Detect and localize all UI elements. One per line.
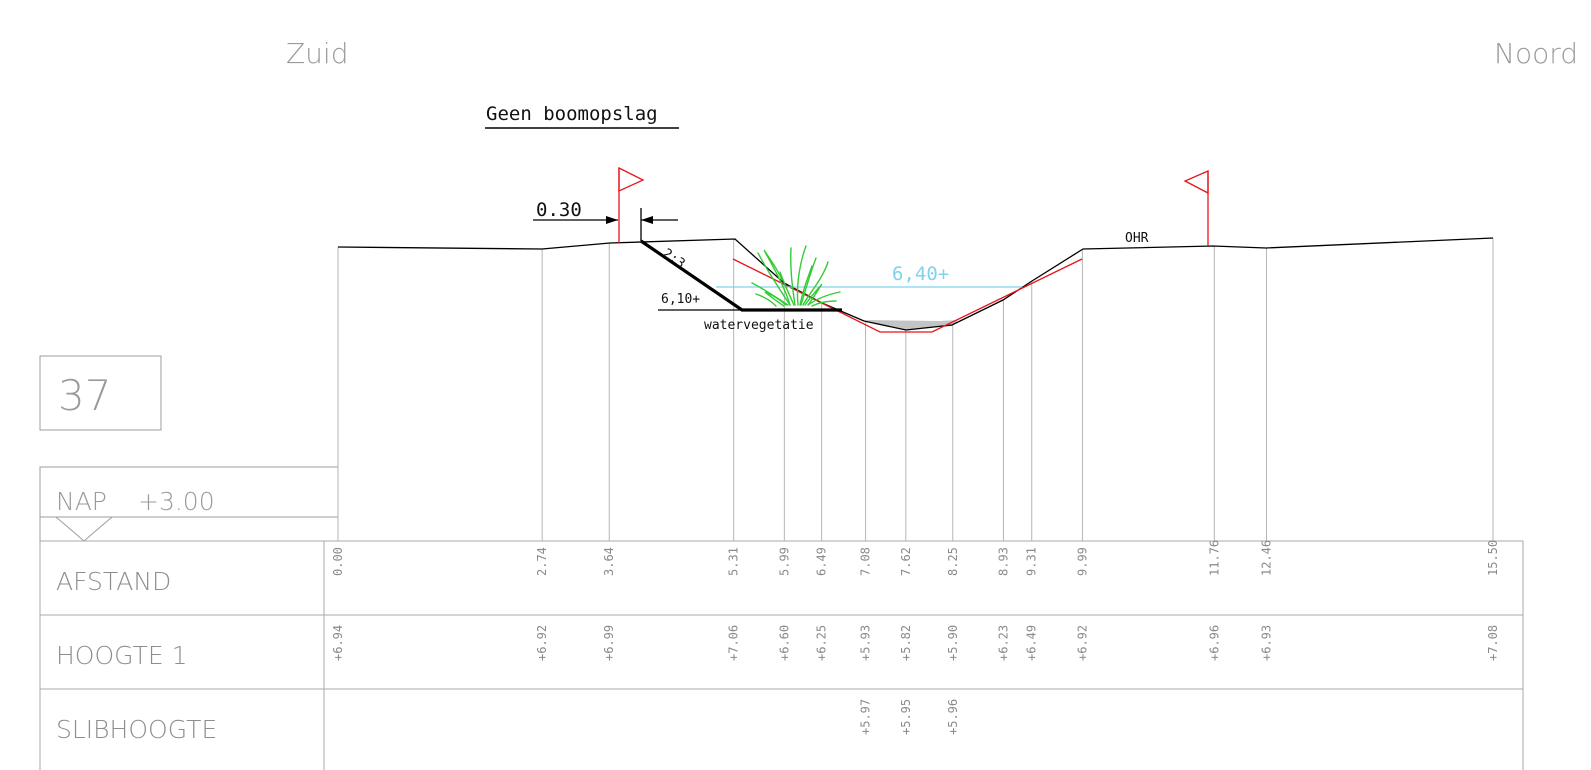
hoogte-value: +6.49 [1025, 625, 1039, 661]
table-values: 0.00 +6.94 2.74 +6.92 3.64 +6.99 5.31 +7.06 5.99… [331, 540, 1500, 735]
hoogte-value: +7.08 [1486, 625, 1500, 661]
profile-number-box [39, 355, 162, 431]
slibhoogte-value: +5.96 [946, 699, 960, 735]
row-label-hoogte: HOOGTE 1 [56, 641, 188, 670]
afstand-value: 3.64 [602, 547, 616, 576]
vegetation-label: watervegetatie [704, 318, 814, 333]
afstand-value: 15.50 [1486, 540, 1500, 576]
slibhoogte-value: +5.95 [899, 699, 913, 735]
south-label: Zuid [286, 37, 348, 70]
hoogte-value: +5.90 [946, 625, 960, 661]
afstand-value: 9.31 [1025, 547, 1039, 576]
arrow-right-icon [606, 216, 618, 224]
hoogte-value: +6.99 [602, 625, 616, 661]
design-profile-line [732, 258, 1083, 333]
hoogte-value: +6.60 [777, 625, 791, 661]
hoogte-value: +6.93 [1259, 625, 1273, 661]
berm-width-label: 0.30 [536, 199, 582, 221]
afstand-value: 8.93 [996, 547, 1010, 576]
terrain-profile-line [337, 237, 1494, 331]
hoogte-value: +6.92 [535, 625, 549, 661]
north-label: Noord [1494, 37, 1578, 70]
hoogte-value: +6.23 [996, 625, 1010, 661]
hoogte-value: +5.93 [859, 625, 873, 661]
slope-label: 2:3 [660, 246, 688, 272]
ohr-label: OHR [1125, 231, 1149, 246]
hoogte-value: +6.25 [815, 625, 829, 661]
afstand-value: 2.74 [535, 547, 549, 576]
afstand-value: 6.49 [815, 547, 829, 576]
flag-right-icon [1183, 170, 1209, 246]
water-level-label: 6,40+ [892, 263, 949, 285]
arrow-left-icon [641, 216, 653, 224]
row-label-afstand: AFSTAND [56, 567, 171, 596]
afstand-value: 11.76 [1207, 540, 1221, 576]
afstand-value: 0.00 [331, 547, 345, 576]
nap-triangle-icon [55, 516, 113, 542]
afstand-value: 12.46 [1259, 540, 1273, 576]
afstand-value: 8.25 [946, 547, 960, 576]
afstand-value: 5.99 [777, 547, 791, 576]
slibhoogte-value: +5.97 [859, 699, 873, 735]
hoogte-value: +6.96 [1207, 625, 1221, 661]
hoogte-value: +6.94 [331, 625, 345, 661]
afstand-value: 9.99 [1075, 547, 1089, 576]
afstand-value: 7.08 [859, 547, 873, 576]
water-plant-icon [751, 245, 841, 307]
afstand-value: 7.62 [899, 547, 913, 576]
flag-left-icon [618, 166, 645, 243]
nap-label: NAP [56, 487, 107, 516]
nap-box [39, 466, 338, 541]
drawing-title: Geen boomopslag [486, 103, 658, 125]
row-label-slibhoogte: SLIBHOOGTE [56, 715, 217, 744]
hoogte-value: +7.06 [727, 625, 741, 661]
afstand-value: 5.31 [727, 547, 741, 576]
station-lines [337, 238, 1494, 541]
silt-layer [864, 320, 958, 330]
hoogte-value: +5.82 [899, 625, 913, 661]
data-table [39, 540, 1524, 770]
bottom-level-label: 6,10+ [661, 292, 700, 307]
profile-number: 37 [58, 371, 111, 420]
nap-value: +3.00 [138, 487, 215, 516]
hoogte-value: +6.92 [1075, 625, 1089, 661]
